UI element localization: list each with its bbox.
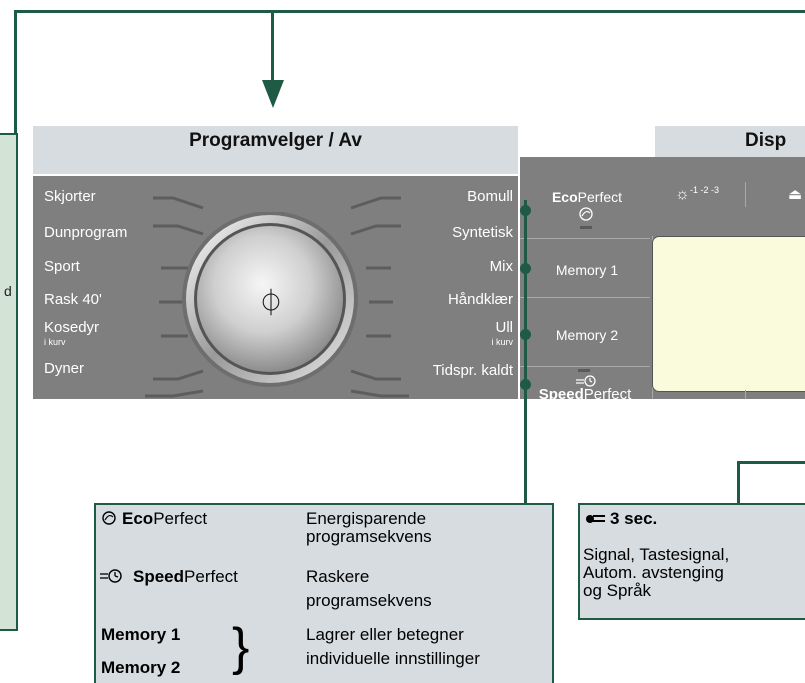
button-separator xyxy=(520,238,650,239)
programme-dyner[interactable]: Dyner xyxy=(44,360,85,377)
programme-kosedyr-sub: i kurv xyxy=(44,337,66,347)
info-line-1: Signal, Tastesignal, xyxy=(583,545,730,564)
programme-tidspr-kaldt[interactable]: Tidspr. kaldt xyxy=(432,362,513,379)
memory2-button[interactable]: Memory 2 xyxy=(555,327,619,343)
button-separator xyxy=(520,297,650,298)
key-icon xyxy=(586,515,605,523)
legend-memory2-label: Memory 2 xyxy=(101,658,181,677)
connector-dot xyxy=(520,263,531,274)
speed-label-rest: Perfect xyxy=(583,386,632,403)
down-arrow-icon xyxy=(262,80,284,108)
connector-dot xyxy=(520,205,531,216)
connector-dot xyxy=(520,379,531,390)
legend-ecoperfect-label: EcoPerfect xyxy=(122,509,208,528)
legend-memory-desc-2: individuelle innstillinger xyxy=(306,649,480,668)
legend-memory-desc-1: Lagrer eller betegner xyxy=(306,625,464,644)
programme-dunprogram[interactable]: Dunprogram xyxy=(44,224,128,241)
display-separator xyxy=(745,182,746,207)
arrow-shaft xyxy=(271,12,274,82)
legend-speedperfect-label: SpeedPerfect xyxy=(133,567,238,586)
legend-table xyxy=(94,503,554,683)
display-separator xyxy=(745,390,746,399)
display-title: Disp xyxy=(745,130,787,151)
info-connector-vertical xyxy=(737,461,740,504)
programme-jeans[interactable]: Jeans xyxy=(44,397,85,414)
speed-indicator-icon xyxy=(576,369,596,387)
memory-brace: } xyxy=(232,618,250,676)
connector-dot xyxy=(520,329,531,340)
memory1-button[interactable]: Memory 1 xyxy=(555,262,619,278)
eco-label-rest: Perfect xyxy=(577,189,623,205)
info-box xyxy=(578,503,805,620)
programme-selector-title: Programvelger / Av xyxy=(189,130,362,151)
sun-icon: ☼ xyxy=(675,186,690,203)
legend-memory1-label: Memory 1 xyxy=(101,625,181,644)
eco-icon xyxy=(579,207,593,229)
legend-eco-desc-2: programsekvens xyxy=(306,527,432,546)
programme-syntetisk[interactable]: Syntetisk xyxy=(452,224,513,241)
programme-mix[interactable]: Mix xyxy=(489,258,513,275)
programme-ull[interactable]: Ull xyxy=(495,319,514,336)
programme-skjorter[interactable]: Skjorter xyxy=(44,188,96,205)
left-panel-text: d xyxy=(4,283,12,299)
left-vertical-connector xyxy=(14,10,17,135)
programme-sport[interactable]: Sport xyxy=(44,258,80,275)
button-separator xyxy=(520,366,650,367)
info-line-3: og Språk xyxy=(583,581,652,600)
programme-selector-header xyxy=(33,126,518,174)
programme-rask-40[interactable]: Rask 40' xyxy=(44,291,102,308)
programme-tidspr-varmt[interactable]: Tidspr. varmt xyxy=(426,397,513,414)
info-connector-horizontal xyxy=(737,461,805,464)
speed-icon xyxy=(100,569,122,583)
programme-handklaer[interactable]: Håndklær xyxy=(447,291,513,308)
legend-speed-desc-1: Raskere xyxy=(306,567,370,586)
programme-selector-knob[interactable] xyxy=(180,212,360,392)
eco-label-bold: Eco xyxy=(551,189,578,205)
power-symbol: ⏀ xyxy=(258,289,285,319)
programme-ull-sub: i kurv xyxy=(491,337,513,347)
speedperfect-button[interactable]: SpeedPerfect xyxy=(520,386,650,403)
programme-kosedyr[interactable]: Kosedyr xyxy=(44,319,100,336)
top-connector-line xyxy=(14,10,805,13)
sun-levels: -1 -2 -3 xyxy=(690,185,720,195)
eco-icon xyxy=(102,511,116,525)
programme-bomull[interactable]: Bomull xyxy=(467,188,513,205)
display-screen xyxy=(652,236,805,392)
left-info-panel xyxy=(0,133,18,631)
info-line-2: Autom. avstenging xyxy=(583,563,724,582)
dial-tick-marks xyxy=(145,196,409,398)
iron-icon: ⏏ xyxy=(788,186,803,203)
legend-eco-desc-1: Energisparende xyxy=(306,509,427,528)
ecoperfect-button[interactable]: EcoPerfect xyxy=(522,189,652,205)
info-heading: 3 sec. xyxy=(610,509,658,528)
speed-label-bold: Speed xyxy=(538,386,584,403)
button-connector-line xyxy=(524,200,527,506)
legend-speed-desc-2: programsekvens xyxy=(306,591,432,610)
